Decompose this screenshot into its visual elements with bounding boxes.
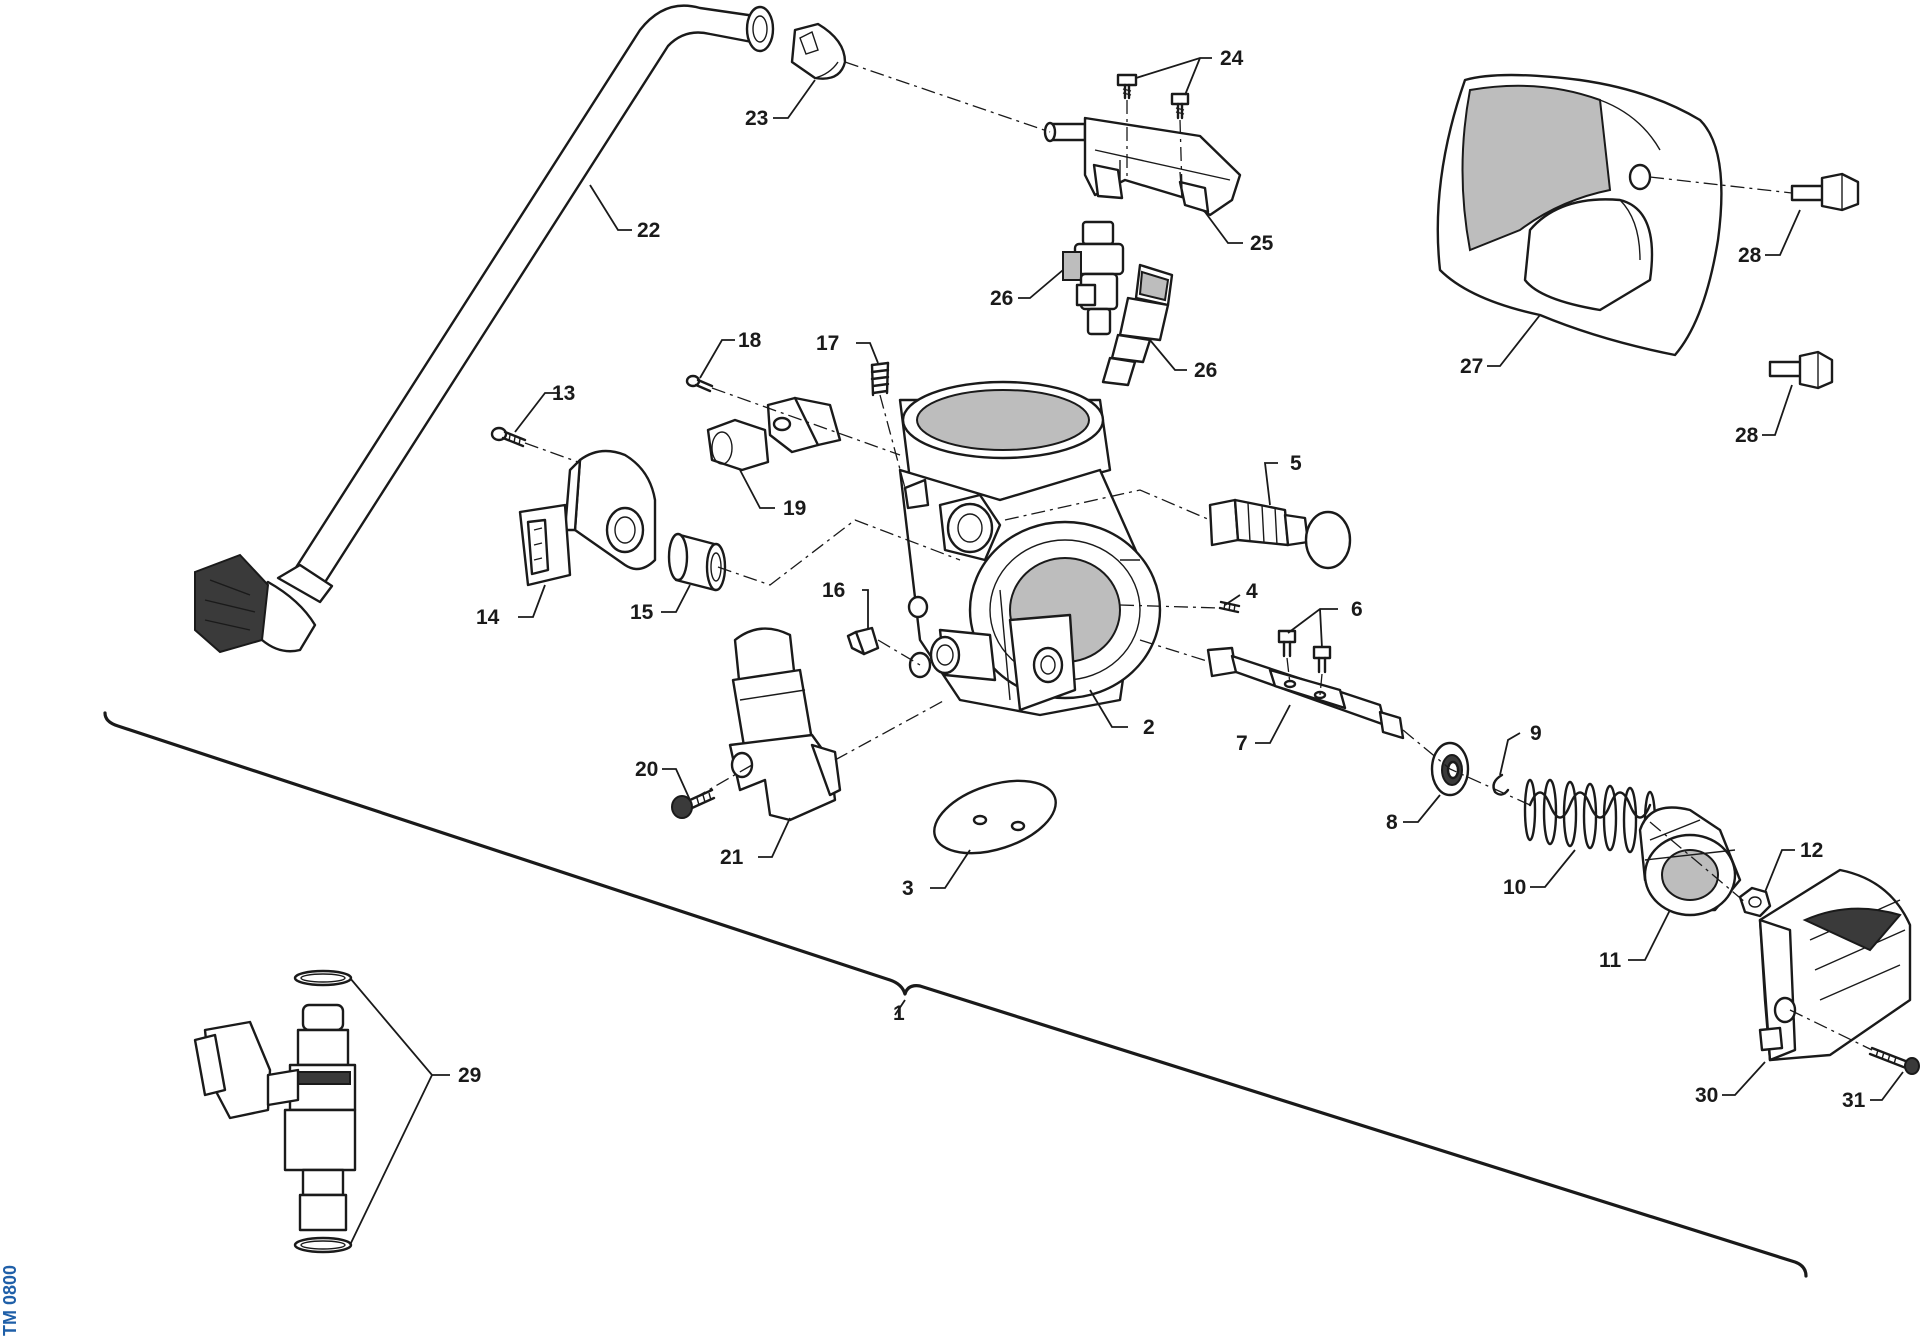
callout-13: 13 — [552, 382, 575, 405]
part-22-hose — [194, 4, 775, 654]
callout-26-lower: 26 — [1194, 359, 1217, 382]
part-21-map-sensor — [728, 627, 842, 822]
callout-10: 10 — [1503, 876, 1526, 899]
part-7-shaft — [1206, 646, 1405, 740]
callout-19: 19 — [783, 497, 806, 520]
callout-5: 5 — [1290, 452, 1302, 475]
part-15-bushing — [667, 532, 727, 592]
callout-8: 8 — [1386, 811, 1398, 834]
part-2-throttle-body — [898, 380, 1162, 717]
callout-7: 7 — [1236, 732, 1248, 755]
callout-4: 4 — [1246, 580, 1258, 603]
callout-28-upper: 28 — [1738, 244, 1762, 267]
part-6-screws — [1277, 629, 1332, 674]
callout-29: 29 — [458, 1064, 481, 1087]
part-18-screw — [685, 374, 714, 393]
part-27-cover — [1436, 73, 1723, 357]
callout-15: 15 — [630, 601, 654, 624]
callout-12: 12 — [1800, 839, 1823, 862]
part-29-injector — [193, 969, 357, 1254]
part-24-screws — [1116, 73, 1190, 120]
callout-21: 21 — [720, 846, 744, 869]
callout-11: 11 — [1599, 949, 1622, 972]
part-30-cover — [1758, 868, 1912, 1062]
part-3-throttle-plate — [933, 779, 1057, 855]
callout-27: 27 — [1460, 355, 1483, 378]
part-10-spring — [1523, 778, 1657, 854]
part-20-screw — [671, 788, 716, 819]
callout-20: 20 — [635, 758, 658, 781]
callout-6: 6 — [1351, 598, 1363, 621]
leader-lines — [349, 57, 1904, 1246]
callout-16: 16 — [822, 579, 845, 602]
callout-30: 30 — [1695, 1084, 1718, 1107]
part-16-clip — [846, 626, 880, 656]
part-28-bolt-upper — [1790, 172, 1860, 212]
callout-23: 23 — [745, 107, 768, 130]
part-31-screw — [1868, 1046, 1920, 1075]
part-26-injector-lower — [1101, 263, 1174, 387]
part-28-bolt-lower — [1768, 350, 1834, 390]
callout-25: 25 — [1250, 232, 1274, 255]
part-26-injector-upper — [1062, 220, 1125, 336]
callout-1: 1 — [893, 1002, 905, 1025]
callout-18: 18 — [738, 329, 762, 352]
alignment-lines — [524, 61, 1873, 1051]
part-14-position-sensor — [518, 449, 657, 587]
callout-14: 14 — [476, 606, 500, 629]
part-11-pulley — [1638, 806, 1742, 917]
assembly-bracket — [103, 711, 1808, 1278]
callout-22: 22 — [637, 219, 660, 242]
callout-24: 24 — [1220, 47, 1244, 70]
callout-numbers: 1 2 3 4 5 6 7 8 9 10 11 12 13 14 15 16 1… — [458, 47, 1866, 1112]
callout-2: 2 — [1143, 716, 1155, 739]
part-25-fuel-rail — [1043, 116, 1242, 217]
callout-28-lower: 28 — [1735, 424, 1759, 447]
part-12-nut — [1738, 886, 1772, 918]
callout-31: 31 — [1842, 1089, 1866, 1112]
callout-9: 9 — [1530, 722, 1542, 745]
part-5-valve — [1208, 498, 1352, 570]
part-4-screw — [1218, 600, 1241, 614]
part-13-screw — [490, 426, 527, 448]
reference-code: TM 0800 — [0, 1265, 20, 1336]
callout-3: 3 — [902, 877, 914, 900]
part-23-clamp — [790, 22, 847, 80]
part-17-spring — [870, 361, 890, 397]
callout-17: 17 — [816, 332, 839, 355]
callout-26-upper: 26 — [990, 287, 1013, 310]
part-19-sensor — [706, 396, 842, 472]
